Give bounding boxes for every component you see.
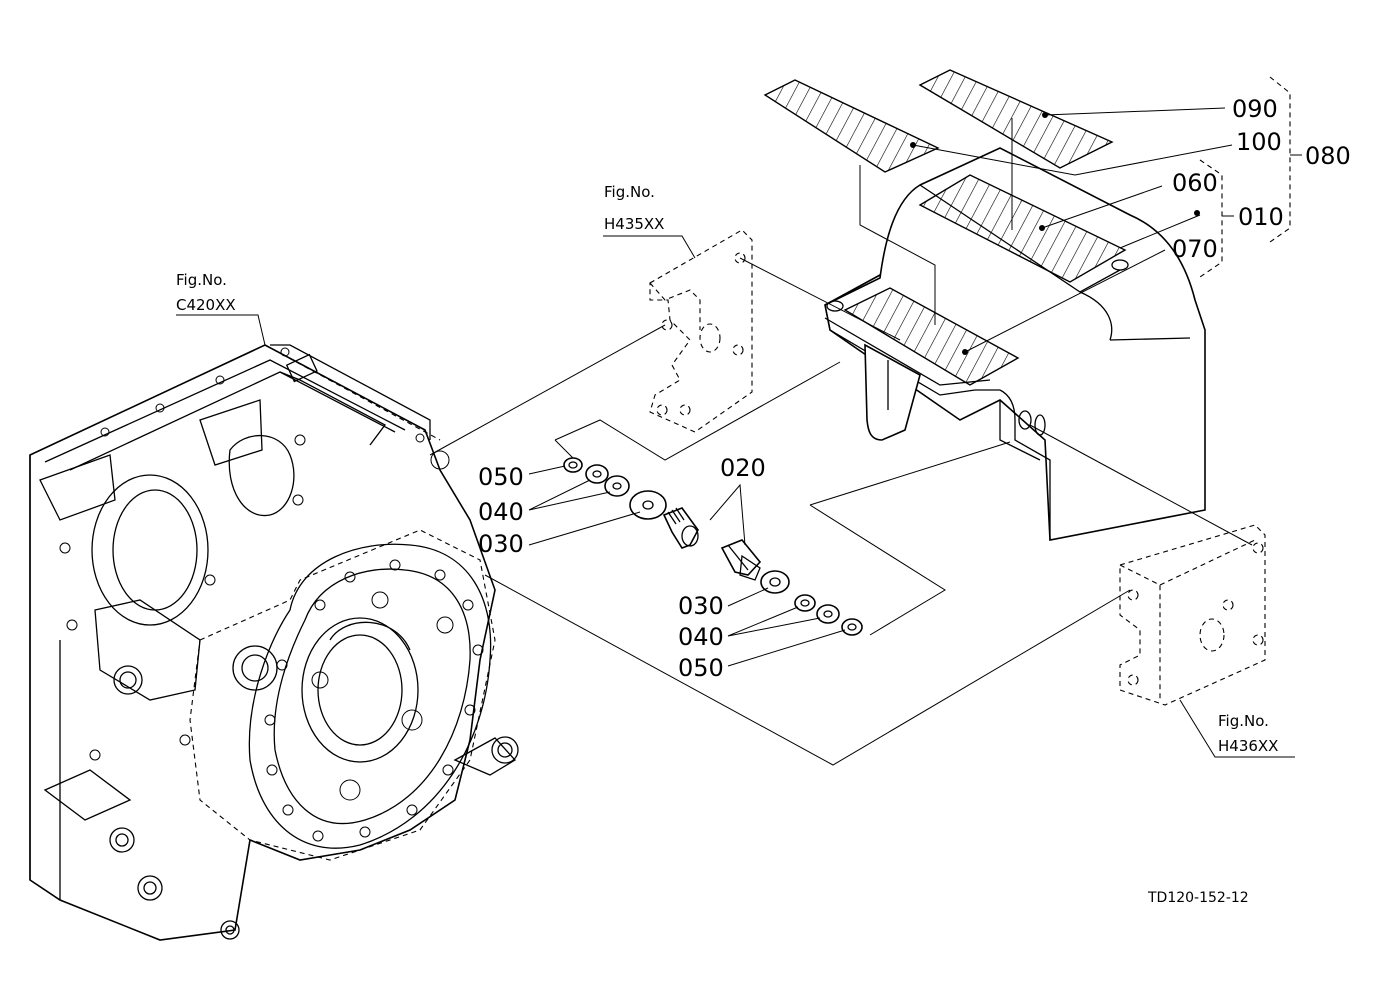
- part-label-030-right: 030: [678, 592, 724, 620]
- part-label-070: 070: [1172, 235, 1218, 263]
- fig-ref-h436-code: H436XX: [1218, 737, 1278, 755]
- part-label-030-left: 030: [478, 530, 524, 558]
- fig-ref-c420-title: Fig.No.: [176, 271, 227, 289]
- set-brackets: [1199, 76, 1302, 278]
- part-label-040-right: 040: [678, 623, 724, 651]
- step-cover: [763, 69, 1206, 541]
- fasteners-left: [563, 457, 699, 549]
- leader-lines: [176, 107, 1295, 758]
- bracket-h435: [649, 229, 753, 433]
- part-label-090: 090: [1232, 95, 1278, 123]
- part-label-020: 020: [720, 454, 766, 482]
- drawing-code: TD120-152-12: [1147, 890, 1249, 906]
- part-label-040-left: 040: [478, 498, 524, 526]
- part-label-080: 080: [1305, 142, 1351, 170]
- transmission-case: [29, 344, 519, 941]
- part-label-050-left: 050: [478, 463, 524, 491]
- fig-ref-h435-title: Fig.No.: [604, 183, 655, 201]
- fig-ref-c420-code: C420XX: [176, 296, 236, 314]
- fig-ref-h435-code: H435XX: [604, 215, 664, 233]
- part-label-060: 060: [1172, 169, 1218, 197]
- part-label-100: 100: [1236, 128, 1282, 156]
- fig-ref-h436-title: Fig.No.: [1218, 712, 1269, 730]
- fasteners-right: [720, 539, 863, 636]
- assembly-lines: [429, 214, 1253, 766]
- part-label-010: 010: [1238, 203, 1284, 231]
- part-label-050-right: 050: [678, 654, 724, 682]
- bracket-h436: [1119, 524, 1266, 706]
